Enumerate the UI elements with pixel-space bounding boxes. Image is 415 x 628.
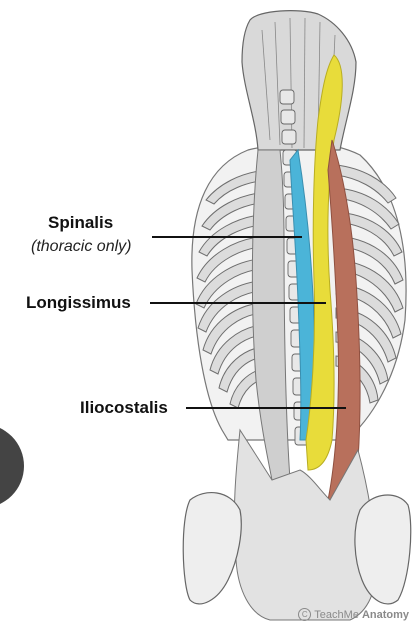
iliocostalis-label: Iliocostalis	[80, 398, 168, 417]
spinalis-muscle	[289, 148, 316, 441]
copyright-icon: C	[298, 608, 312, 621]
longissimus-label: Longissimus	[26, 293, 131, 312]
watermark-brand-plain: TeachMe	[314, 608, 359, 621]
watermark-brand-bold: Anatomy	[361, 608, 409, 621]
lower-back	[233, 428, 377, 621]
pelvis-right	[354, 494, 412, 605]
overlay-circle	[0, 428, 24, 504]
spinalis-label: Spinalis	[48, 213, 114, 232]
neck-hatching	[261, 17, 336, 149]
pelvis-left	[182, 492, 242, 605]
spinalis-note-label: (thoracic only)	[31, 238, 132, 255]
